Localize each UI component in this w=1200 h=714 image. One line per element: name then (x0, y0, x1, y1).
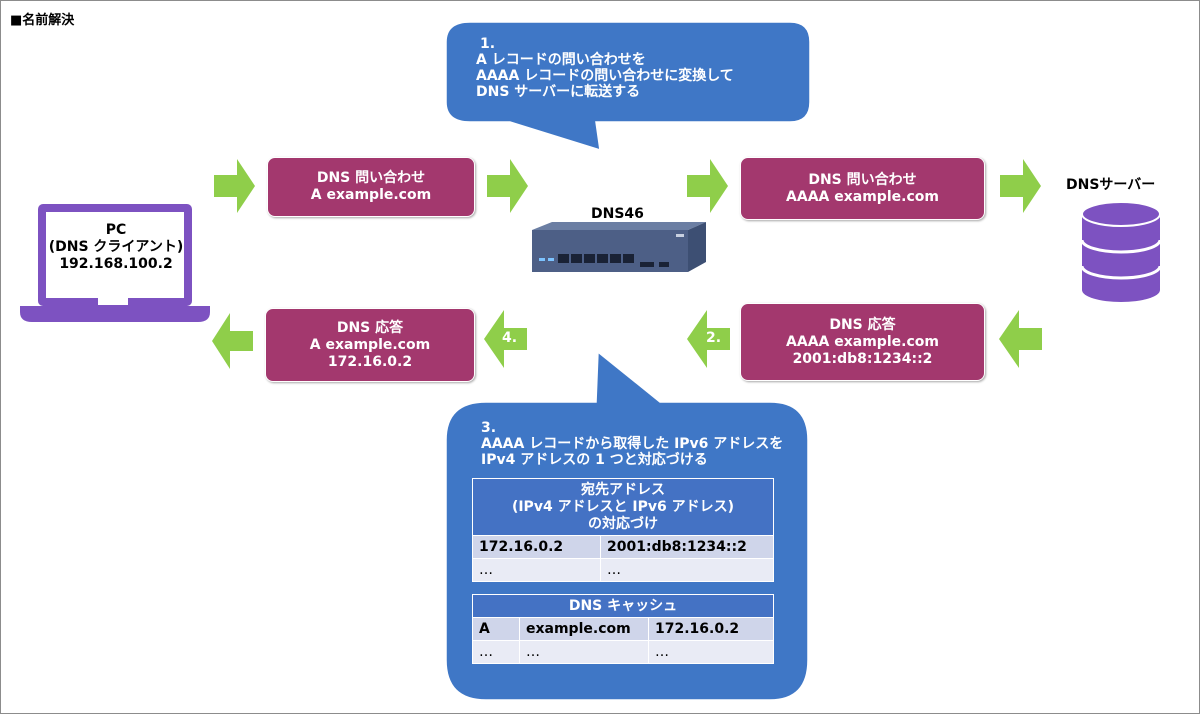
step-4-label: 4. (502, 330, 518, 346)
dns-query-a-box: DNS 問い合わせ A example.com (267, 157, 475, 217)
router-device-icon (532, 222, 706, 272)
ellipsis-cell: … (472, 558, 601, 582)
router-label: DNS46 (591, 206, 644, 222)
table-row: … … … (472, 640, 774, 664)
dns-response-aaaa-record: AAAA example.com (786, 333, 939, 350)
dns-query-aaaa-title: DNS 問い合わせ (808, 171, 917, 188)
dns-response-a-record: A example.com (309, 336, 431, 353)
bubble-3-line1: AAAA レコードから取得した IPv6 アドレスを (481, 436, 784, 452)
table-row: A example.com 172.16.0.2 (472, 617, 774, 641)
mapping-header-line3: の対応づけ (588, 515, 658, 532)
dns-query-a-title: DNS 問い合わせ (316, 170, 426, 186)
dns-response-aaaa-address: 2001:db8:1234::2 (792, 350, 933, 367)
ipv6-address-cell: 2001:db8:1234::2 (600, 535, 774, 559)
database-server-icon (1080, 201, 1162, 302)
address-cell: 172.16.0.2 (648, 617, 774, 641)
arrow-right-3 (687, 159, 728, 213)
table-row: 172.16.0.2 2001:db8:1234::2 (472, 535, 774, 559)
bubble-3-text: 3. AAAA レコードから取得した IPv6 アドレスを IPv4 アドレスの… (481, 420, 783, 468)
arrow-right-1 (214, 159, 255, 213)
mapping-header-line1: 宛先アドレス (581, 481, 665, 498)
dns-cache-header: DNS キャッシュ (472, 594, 774, 618)
pc-label: PC (105, 222, 127, 238)
ellipsis-cell: … (600, 558, 774, 582)
bubble-1-line2: AAAA レコードの問い合わせに変換して (476, 68, 734, 84)
mapping-header-line2: (IPv4 アドレスと IPv6 アドレス) (511, 498, 735, 515)
laptop-icon (20, 204, 210, 322)
dns-server-label: DNSサーバー (1066, 177, 1156, 193)
bubble-1-line3: DNS サーバーに転送する (476, 84, 641, 100)
dns-query-aaaa-record: AAAA example.com (786, 188, 939, 205)
arrow-right-2 (487, 159, 528, 213)
callout-bubble-1 (445, 21, 811, 152)
arrow-left-4 (212, 313, 253, 369)
pc-client-text: PC (DNS クライアント) 192.168.100.2 (46, 222, 186, 273)
dns-response-a-address: 172.16.0.2 (327, 353, 413, 370)
record-type-cell: A (472, 617, 520, 641)
pc-role: (DNS クライアント) (48, 239, 184, 255)
arrow-left-3 (484, 310, 527, 368)
bubble-3-line2: IPv4 アドレスの 1 つと対応づける (481, 452, 708, 468)
ellipsis-cell: … (472, 640, 520, 664)
arrow-right-4 (1000, 159, 1041, 213)
ellipsis-cell: … (519, 640, 649, 664)
bubble-1-text: 1. A レコードの問い合わせを AAAA レコードの問い合わせに変換して DN… (476, 36, 734, 100)
pc-ip-address: 192.168.100.2 (59, 256, 173, 272)
step-2-label: 2. (706, 330, 722, 346)
bubble-1-line1: A レコードの問い合わせを (476, 52, 646, 68)
dns-query-a-record: A example.com (310, 187, 432, 203)
ipv4-address-cell: 172.16.0.2 (472, 535, 601, 559)
address-mapping-header: 宛先アドレス (IPv4 アドレスと IPv6 アドレス) の対応づけ (472, 478, 774, 536)
dns-query-aaaa-box: DNS 問い合わせ AAAA example.com (740, 157, 985, 220)
table-row: … … (472, 558, 774, 582)
arrow-left-1 (999, 310, 1042, 368)
dns-cache-table: DNS キャッシュ A example.com 172.16.0.2 … … … (472, 594, 774, 664)
dns-response-aaaa-box: DNS 応答 AAAA example.com 2001:db8:1234::2 (740, 303, 985, 381)
dns-response-a-box: DNS 応答 A example.com 172.16.0.2 (265, 308, 475, 382)
address-mapping-table: 宛先アドレス (IPv4 アドレスと IPv6 アドレス) の対応づけ 172.… (472, 478, 774, 582)
arrow-left-2 (687, 310, 730, 368)
dns-response-aaaa-title: DNS 応答 (829, 316, 896, 333)
ellipsis-cell: … (648, 640, 774, 664)
dns-response-a-title: DNS 応答 (336, 319, 404, 336)
step-1-number: 1. (480, 36, 496, 52)
step-3-number: 3. (481, 420, 497, 436)
dns-cache-header-cell: DNS キャッシュ (472, 594, 774, 618)
page-title: ■名前解決 (10, 13, 75, 28)
domain-cell: example.com (519, 617, 649, 641)
